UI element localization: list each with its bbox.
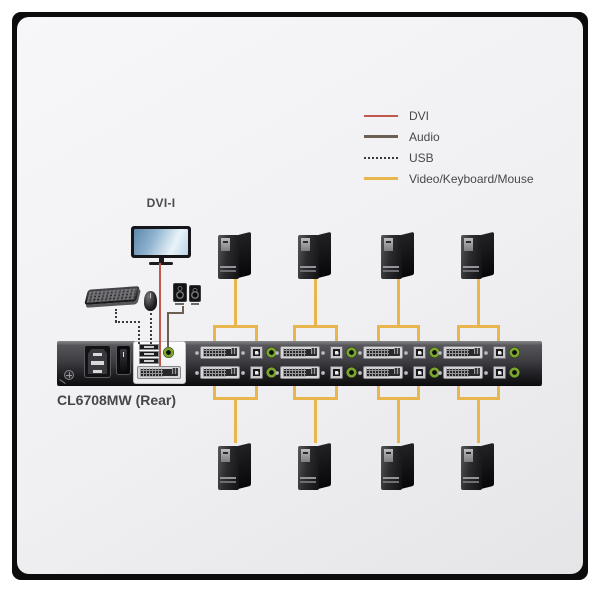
dvi-port bbox=[280, 346, 320, 359]
dvi-cable bbox=[159, 263, 161, 366]
speaker-left bbox=[173, 283, 187, 302]
speaker-base bbox=[191, 303, 199, 305]
audio-jack bbox=[509, 347, 520, 358]
computer-tower-icon bbox=[298, 231, 332, 279]
kvm-port-group bbox=[437, 366, 520, 379]
dvi-line-icon bbox=[364, 114, 398, 117]
audio-line-icon bbox=[364, 135, 398, 138]
usb-a-port bbox=[139, 351, 159, 357]
legend-label: DVI bbox=[409, 108, 430, 123]
computer-tower-icon bbox=[298, 442, 332, 490]
usb-a-port bbox=[139, 344, 159, 350]
kvm-port-group bbox=[357, 346, 440, 359]
console-audio-jack bbox=[163, 347, 174, 358]
monitor-stand bbox=[158, 258, 164, 262]
vkm-line-icon bbox=[364, 177, 398, 180]
dvi-port bbox=[443, 346, 483, 359]
legend-label: Audio bbox=[409, 129, 440, 144]
usb-b-port bbox=[330, 346, 343, 359]
usb-b-port bbox=[250, 366, 263, 379]
legend-label: USB bbox=[409, 150, 434, 165]
usb-a-port bbox=[139, 358, 159, 364]
power-switch bbox=[116, 345, 131, 375]
kvm-port-group bbox=[274, 346, 357, 359]
dvi-port bbox=[280, 366, 320, 379]
monitor-icon bbox=[131, 226, 191, 265]
audio-jack bbox=[346, 367, 357, 378]
audio-cable bbox=[167, 312, 169, 347]
dvi-port bbox=[200, 346, 240, 359]
audio-cable bbox=[182, 306, 184, 314]
audio-jack bbox=[509, 367, 520, 378]
usb-cable-keyboard bbox=[115, 309, 117, 322]
vkm-cable-stem bbox=[477, 277, 480, 328]
dvi-port bbox=[200, 366, 240, 379]
audio-jack bbox=[266, 347, 277, 358]
kvm-port-group bbox=[194, 346, 277, 359]
vkm-cable-stem bbox=[397, 277, 400, 328]
legend: DVI Audio USB Video/Keyboard/Mouse bbox=[364, 105, 534, 189]
kvm-port-group bbox=[357, 366, 440, 379]
computer-tower-icon bbox=[218, 442, 252, 490]
power-socket bbox=[84, 345, 111, 378]
audio-jack bbox=[346, 347, 357, 358]
kvm-port-group bbox=[437, 346, 520, 359]
kvm-port-group bbox=[194, 366, 277, 379]
legend-item-audio: Audio bbox=[364, 126, 534, 147]
computer-tower-icon bbox=[461, 231, 495, 279]
dvi-port bbox=[363, 346, 403, 359]
usb-b-port bbox=[413, 366, 426, 379]
ground-screw-icon bbox=[64, 370, 74, 380]
monitor-port-label: DVI-I bbox=[146, 196, 176, 210]
usb-b-port bbox=[493, 366, 506, 379]
speaker-base bbox=[175, 303, 184, 305]
vkm-cable-stem bbox=[397, 397, 400, 443]
legend-item-vkm: Video/Keyboard/Mouse bbox=[364, 168, 534, 189]
mouse-icon bbox=[144, 291, 157, 311]
vkm-cable-stem bbox=[234, 277, 237, 328]
usb-b-port bbox=[250, 346, 263, 359]
usb-line-icon bbox=[364, 156, 398, 159]
console-dvi-port bbox=[137, 366, 181, 379]
computer-tower-icon bbox=[218, 231, 252, 279]
usb-b-port bbox=[413, 346, 426, 359]
vkm-cable-stem bbox=[314, 277, 317, 328]
computer-tower-icon bbox=[461, 442, 495, 490]
vkm-cable-bracket bbox=[213, 325, 258, 341]
speaker-right bbox=[189, 285, 201, 302]
computer-tower-icon bbox=[381, 442, 415, 490]
computer-tower-icon bbox=[381, 231, 415, 279]
usb-b-port bbox=[330, 366, 343, 379]
monitor-base bbox=[149, 262, 173, 265]
legend-label: Video/Keyboard/Mouse bbox=[409, 171, 534, 186]
monitor-bezel bbox=[131, 226, 191, 258]
vkm-cable-stem bbox=[477, 397, 480, 443]
speakers-icon bbox=[173, 282, 203, 308]
usb-cable-mouse bbox=[150, 313, 152, 344]
vkm-cable-stem bbox=[234, 397, 237, 443]
audio-cable bbox=[167, 312, 184, 314]
audio-jack bbox=[266, 367, 277, 378]
usb-b-port bbox=[493, 346, 506, 359]
audio-jack bbox=[429, 367, 440, 378]
dvi-port bbox=[363, 366, 403, 379]
device-name-label: CL6708MW (Rear) bbox=[57, 392, 177, 408]
legend-item-dvi: DVI bbox=[364, 105, 534, 126]
audio-jack bbox=[429, 347, 440, 358]
vkm-cable-stem bbox=[314, 397, 317, 443]
vkm-cable-bracket bbox=[457, 325, 500, 341]
usb-cable-keyboard bbox=[138, 321, 140, 344]
vkm-cable-bracket bbox=[293, 325, 338, 341]
dvi-port bbox=[443, 366, 483, 379]
kvm-port-group bbox=[274, 366, 357, 379]
monitor-screen bbox=[134, 229, 188, 255]
vkm-cable-bracket bbox=[377, 325, 420, 341]
usb-cable-keyboard bbox=[115, 321, 140, 323]
legend-item-usb: USB bbox=[364, 147, 534, 168]
